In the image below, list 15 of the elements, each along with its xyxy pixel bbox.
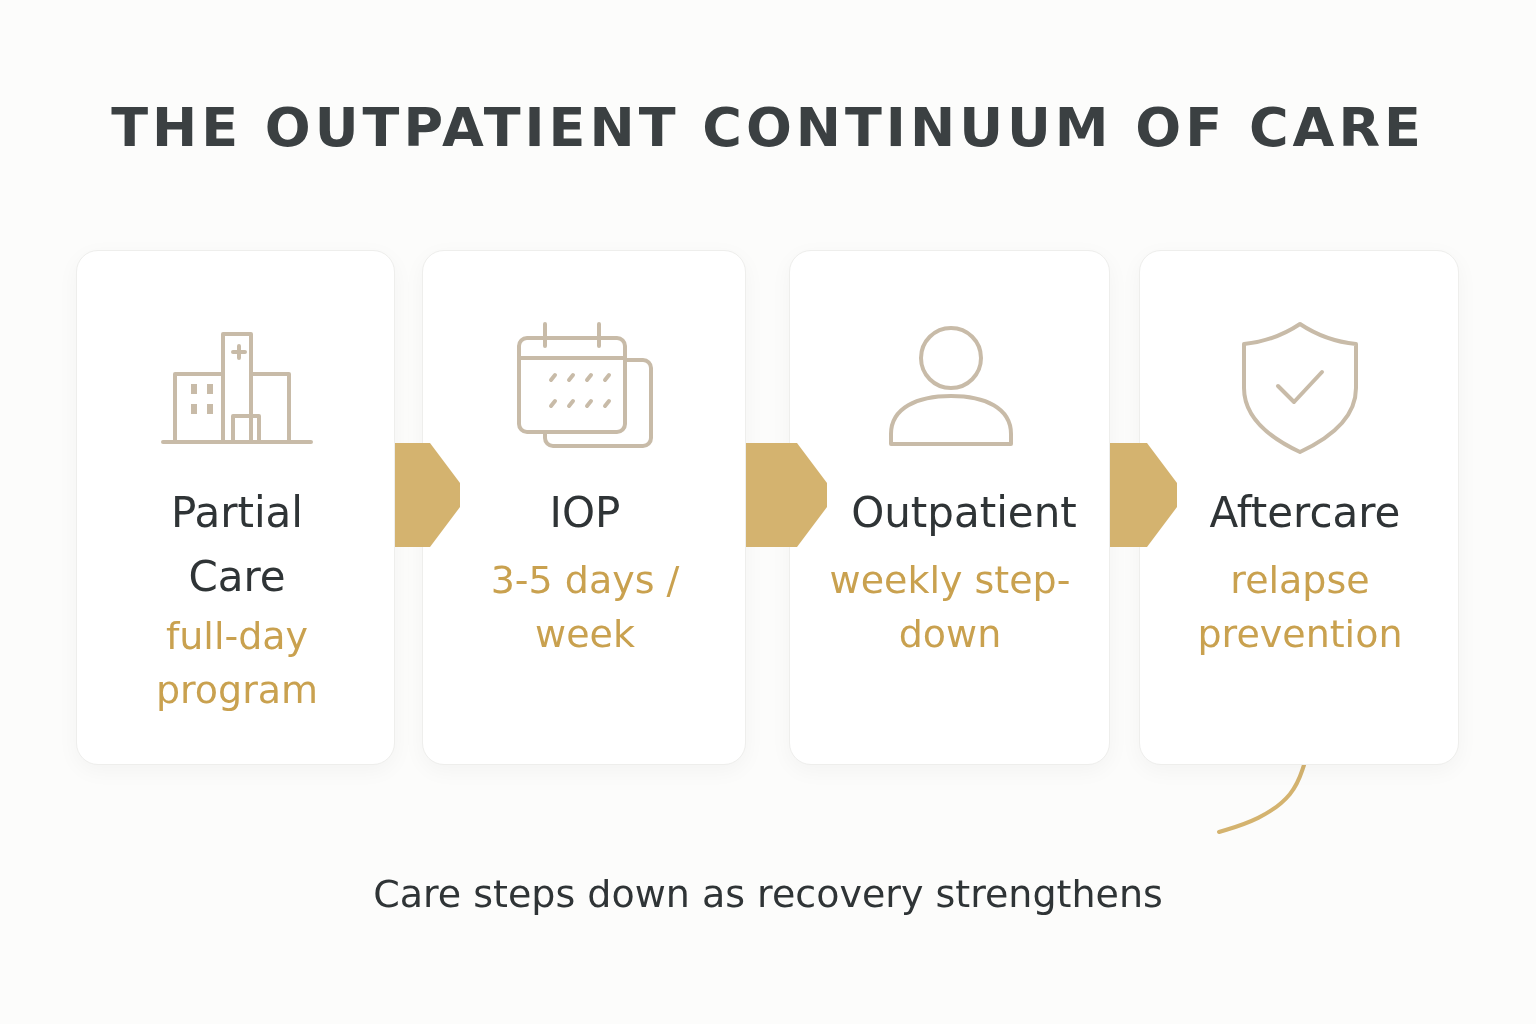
step-description: full-day program — [154, 613, 320, 714]
step-title: Aftercare — [1208, 487, 1402, 539]
step-title: IOP — [548, 487, 622, 539]
step-card — [789, 250, 1110, 765]
step-title: Partial Care — [170, 487, 304, 603]
caption: Care steps down as recovery strengthens — [372, 872, 1164, 916]
step-card — [1139, 250, 1459, 765]
step-card — [76, 250, 395, 765]
step-description: relapse prevention — [1196, 557, 1404, 658]
step-description: 3-5 days / week — [489, 557, 681, 658]
title: THE OUTPATIENT CONTINUUM OF CARE — [110, 96, 1426, 159]
step-title: Outpatient — [850, 487, 1078, 539]
step-card — [422, 250, 746, 765]
curved-line — [1217, 763, 1306, 834]
step-description: weekly step-down — [828, 557, 1072, 658]
